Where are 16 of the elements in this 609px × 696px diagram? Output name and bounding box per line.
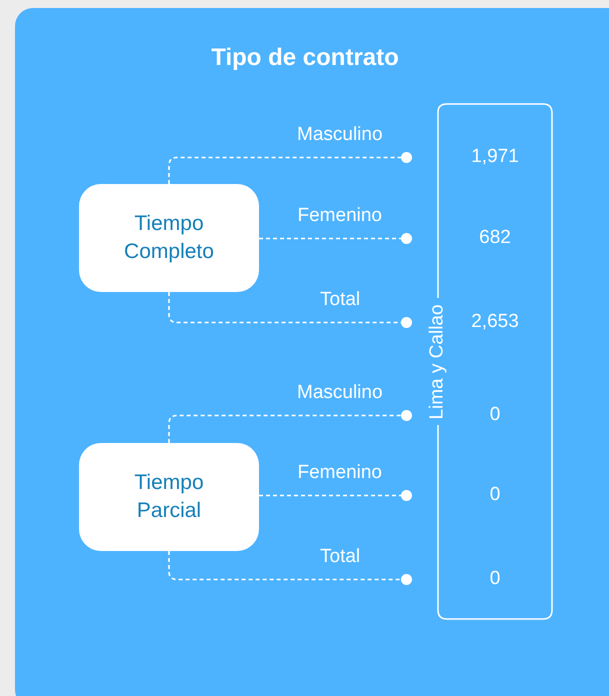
value-text: 1,971 xyxy=(471,146,519,168)
dashed-connector xyxy=(168,551,401,580)
value-text: 0 xyxy=(490,484,500,506)
dashed-connector xyxy=(259,494,401,496)
process-box: Tiempo Completo xyxy=(79,184,259,292)
dashed-connector xyxy=(168,156,401,184)
value-text: 0 xyxy=(490,404,500,426)
value-text: 0 xyxy=(490,568,500,590)
diagram-title: Tipo de contrato xyxy=(210,44,400,72)
dashed-connector xyxy=(168,292,401,324)
dashed-connector xyxy=(168,414,401,443)
value-text: 682 xyxy=(479,227,511,249)
column-label: Lima y Callao xyxy=(426,302,448,422)
process-box: Tiempo Parcial xyxy=(79,443,259,551)
value-text: 2,653 xyxy=(471,311,519,333)
dashed-connector xyxy=(259,238,401,240)
